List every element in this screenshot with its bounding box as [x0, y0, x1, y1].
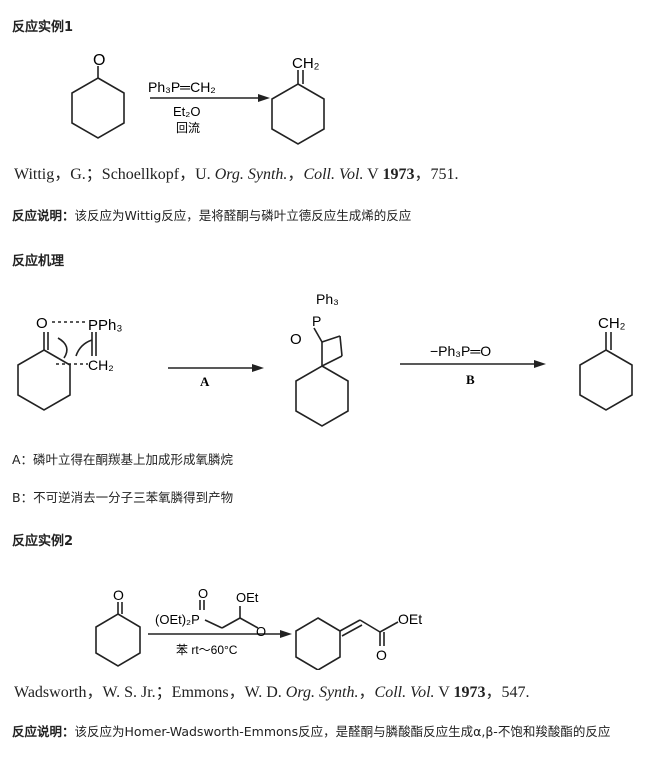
- mech-product-ch2: CH₂: [598, 315, 626, 332]
- ketone-oxygen: O: [93, 52, 105, 69]
- product-o: O: [376, 647, 387, 663]
- section-title-example1: 反应实例1: [12, 20, 74, 35]
- hwe-scheme: O O OEt (OEt)₂P O 苯 rt～60°C OEt O: [95, 586, 422, 670]
- desc-label: 反应说明：: [12, 724, 75, 739]
- step-b-reagent: −Ph₃P═O: [430, 343, 491, 359]
- mech-ylide-ch2: CH₂: [88, 357, 114, 373]
- ref-year: 1973: [382, 166, 415, 183]
- reagent-po: O: [198, 586, 208, 601]
- note-step-b: B：不可逆消去一分子三苯氧膦得到产物: [12, 490, 234, 505]
- oxaphosphetane-ring: [295, 365, 349, 427]
- reagent-oet: OEt: [236, 590, 259, 605]
- mech-ylide-p: PPh₃: [88, 317, 122, 334]
- product-ch2: CH₂: [292, 55, 320, 72]
- hwe-condition: 苯 rt～60°C: [176, 643, 238, 657]
- ref-authors: Wittig，G.；Schoellkopf，U.: [14, 166, 215, 183]
- solvent-label: Et₂O: [173, 104, 200, 119]
- reference-wittig: Wittig，G.；Schoellkopf，U. Org. Synth.，Col…: [14, 166, 459, 183]
- desc-label: 反应说明：: [12, 208, 75, 223]
- section-title-mechanism: 反应机理: [12, 254, 65, 269]
- section-title-example2: 反应实例2: [12, 534, 74, 549]
- intermediate-o: O: [290, 331, 302, 348]
- condition-label: 回流: [176, 121, 200, 135]
- hwe-product-ring: [295, 617, 341, 670]
- curved-arrow-1: [57, 337, 68, 359]
- description-example1: 反应说明：该反应为Wittig反应，是将醛酮与磷叶立德反应生成烯的反应: [12, 206, 411, 226]
- ref-journal: Org. Synth.: [285, 684, 359, 701]
- step-a-label: A: [200, 374, 210, 389]
- mechanism-scheme: O PPh₃ CH₂ A Ph₃ P O −Ph₃P═O B CH₂: [17, 291, 633, 427]
- desc-text: 该反应为Wittig反应，是将醛酮与磷叶立德反应生成烯的反应: [74, 208, 412, 223]
- intermediate-p: P: [312, 313, 321, 329]
- desc-text: 该反应为Homer-Wadsworth-Emmons反应，是醛酮与膦酸酯反应生成…: [74, 724, 611, 739]
- description-example2: 反应说明：该反应为Homer-Wadsworth-Emmons反应，是醛酮与膦酸…: [12, 722, 642, 742]
- reference-hwe: Wadsworth，W. S. Jr.；Emmons，W. D. Org. Sy…: [14, 684, 530, 701]
- intermediate-ph3: Ph₃: [316, 291, 339, 307]
- ref-collection: Coll. Vol.: [303, 166, 364, 183]
- curved-arrow-2: [75, 339, 93, 357]
- cyclohexanone-ring: [71, 77, 125, 139]
- wittig-reagent: Ph₃P═CH₂: [148, 79, 216, 95]
- ref-collection: Coll. Vol.: [374, 684, 435, 701]
- ref-year: 1973: [453, 684, 486, 701]
- mech-product-ring: [579, 349, 633, 411]
- mech-ketone-ring: [17, 349, 71, 411]
- ref-page: ，751.: [414, 166, 459, 183]
- product-oet: OEt: [398, 611, 422, 627]
- hwe-ketone-o: O: [113, 587, 124, 603]
- hwe-ketone-ring: [95, 613, 141, 667]
- ref-authors: Wadsworth，W. S. Jr.；Emmons，W. D.: [14, 684, 286, 701]
- note-step-a: A：磷叶立得在酮羰基上加成形成氧膦烷: [12, 452, 234, 467]
- ref-journal: Org. Synth.: [214, 166, 288, 183]
- step-b-label: B: [466, 372, 475, 387]
- mech-ketone-o: O: [36, 315, 48, 332]
- reagent-co: O: [256, 624, 266, 639]
- ref-page: ，547.: [485, 684, 530, 701]
- methylenecyclohexane-ring: [271, 83, 325, 145]
- reagent-p: (OEt)₂P: [155, 612, 200, 627]
- wittig-scheme-1: O Ph₃P═CH₂ Et₂O 回流 CH₂: [71, 52, 325, 145]
